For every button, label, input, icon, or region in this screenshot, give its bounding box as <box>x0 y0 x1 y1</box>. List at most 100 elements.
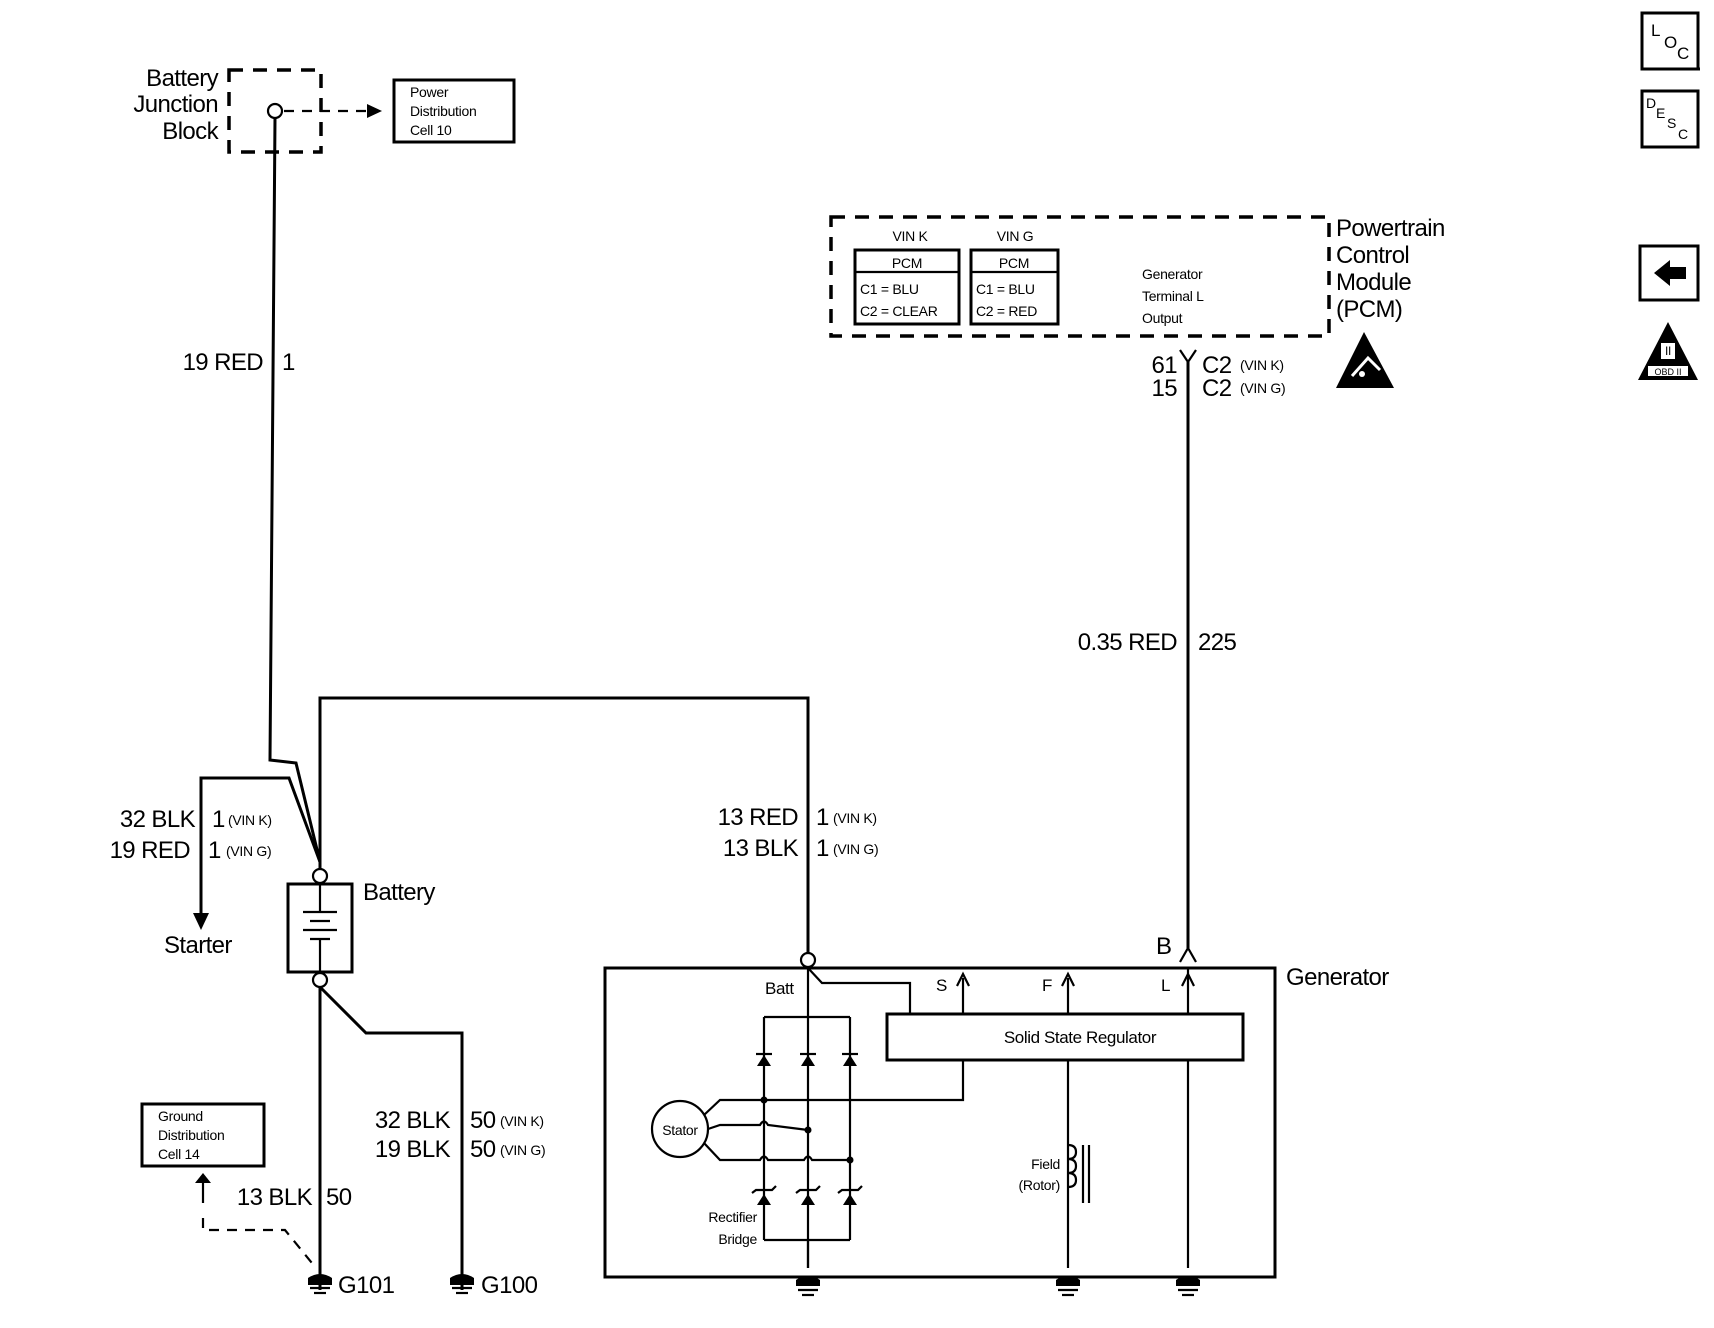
g101-wire-label: 13 BLK <box>237 1184 313 1211</box>
gen-wire-a-label: 13 RED <box>718 804 799 831</box>
ground-distribution-line-2: Distribution <box>158 1127 224 1143</box>
power-distribution-ref[interactable]: Power Distribution Cell 10 <box>392 78 516 144</box>
pcm-pin-g-number: 15 <box>1152 375 1178 402</box>
generator-b-label: B <box>1156 933 1171 960</box>
junction-block-label-3: Block <box>162 118 219 145</box>
pcm-vin-k-header: VIN K <box>892 228 928 244</box>
starter-wire-a-circuit: 1 <box>212 806 225 833</box>
regulator-f-label: F <box>1042 976 1052 995</box>
starter-wire-b-variant: (VIN G) <box>226 843 271 859</box>
loc-l: L <box>1651 21 1660 40</box>
g100-wire-a-circuit: 50 <box>470 1107 496 1134</box>
pcm-pin-k-variant: (VIN K) <box>1240 357 1284 373</box>
desc-c: C <box>1678 126 1688 142</box>
g100-wire-b-label: 19 BLK <box>375 1136 451 1163</box>
arrow-right-icon <box>367 104 382 118</box>
battery-negative-terminal <box>311 971 329 989</box>
g100-wire-a-variant: (VIN K) <box>500 1113 544 1129</box>
generator-label: Generator <box>1286 964 1389 991</box>
field-label-2: (Rotor) <box>1019 1177 1060 1193</box>
wire-starter <box>199 776 322 913</box>
ground-distribution-line-1: Ground <box>158 1108 203 1124</box>
gen-wire-b-label: 13 BLK <box>723 835 799 862</box>
pcm-title-1: Powertrain <box>1336 215 1445 242</box>
ground-distribution-line-3: Cell 14 <box>158 1146 200 1162</box>
pcm-pin-g-connector: C2 <box>1202 375 1232 402</box>
starter-wire-b-label: 19 RED <box>110 837 191 864</box>
pcm-wire-circuit: 225 <box>1198 629 1236 656</box>
regulator-ground-icon <box>1176 1276 1200 1297</box>
starter-wire-a-label: 32 BLK <box>120 806 196 833</box>
g101-label: G101 <box>338 1272 395 1299</box>
gen-wire-b-variant: (VIN G) <box>833 841 878 857</box>
wire-battery-generator <box>318 696 810 953</box>
desc-icon[interactable]: D E S C <box>1640 89 1700 149</box>
power-distribution-line-2: Distribution <box>410 103 476 119</box>
rectifier-label-2: Bridge <box>718 1231 757 1247</box>
pcm-vin-g-c2: C2 = RED <box>976 303 1037 319</box>
generator-batt-terminal <box>799 951 817 969</box>
pcm-pin-k-number: 61 <box>1152 352 1178 379</box>
battery-positive-terminal <box>311 867 329 885</box>
wire-g100 <box>318 985 464 1268</box>
regulator-l-label: L <box>1161 976 1170 995</box>
regulator-s-label: S <box>936 976 947 995</box>
wire-19-red-label: 19 RED <box>183 349 264 376</box>
generator-batt-label: Batt <box>765 979 794 998</box>
esd-caution-icon <box>1336 332 1394 388</box>
wire-19-red-circuit: 1 <box>282 349 295 376</box>
battery-label: Battery <box>363 879 435 906</box>
obd-roman: II <box>1665 344 1671 358</box>
stator-label: Stator <box>662 1122 698 1138</box>
starter-wire-b-circuit: 1 <box>208 837 221 864</box>
ground-distribution-ref[interactable]: Ground Distribution Cell 14 <box>140 1102 266 1168</box>
pcm-vin-g-c1: C1 = BLU <box>976 281 1035 297</box>
ground-g100-icon <box>450 1268 474 1295</box>
back-arrow-icon[interactable] <box>1638 244 1700 302</box>
pcm-vin-k-title: PCM <box>892 255 922 271</box>
desc-s: S <box>1667 115 1676 131</box>
starter-label: Starter <box>164 932 232 959</box>
pcm-vin-g-title: PCM <box>999 255 1029 271</box>
ground-g101-icon <box>308 1268 332 1295</box>
desc-e: E <box>1656 105 1665 121</box>
ground-dist-arrow-icon <box>195 1173 211 1183</box>
g100-wire-b-variant: (VIN G) <box>500 1142 545 1158</box>
pcm-output-line-3: Output <box>1142 310 1183 326</box>
gen-wire-b-circuit: 1 <box>816 835 829 862</box>
battery: Battery <box>286 862 436 989</box>
field-coil-icon <box>1067 1143 1078 1189</box>
field-ground-icon <box>1056 1276 1080 1297</box>
junction-block-label-2: Junction <box>133 91 218 118</box>
generator-b-terminal <box>1179 945 1197 963</box>
power-distribution-line-3: Cell 10 <box>410 122 452 138</box>
pcm-module: VIN K PCM C1 = BLU C2 = CLEAR VIN G PCM … <box>829 215 1331 338</box>
obd-ii-icon[interactable]: II OBD II <box>1638 322 1698 380</box>
starter-arrow-icon <box>193 913 209 930</box>
gen-wire-a-circuit: 1 <box>816 804 829 831</box>
loc-c: C <box>1677 44 1689 63</box>
obd-label: OBD II <box>1654 367 1681 377</box>
pcm-wire-label: 0.35 RED <box>1078 629 1178 656</box>
pcm-output-line-2: Terminal L <box>1142 288 1204 304</box>
rectifier-label-1: Rectifier <box>708 1209 757 1225</box>
junction-block-label-1: Battery <box>146 65 218 92</box>
loc-icon[interactable]: L O C <box>1640 11 1700 71</box>
pcm-title-2: Control <box>1336 242 1409 269</box>
generator: Generator Batt B Solid State Regulator S… <box>603 933 1390 1297</box>
g100-wire-b-circuit: 50 <box>470 1136 496 1163</box>
g100-wire-a-label: 32 BLK <box>375 1107 451 1134</box>
field-label-1: Field <box>1031 1156 1060 1172</box>
starter-wire-a-variant: (VIN K) <box>228 812 272 828</box>
power-distribution-line-1: Power <box>410 84 449 100</box>
g100-label: G100 <box>481 1272 538 1299</box>
generator-ground-icon <box>796 1276 820 1297</box>
pcm-pin-k-connector: C2 <box>1202 352 1232 379</box>
pcm-output-line-1: Generator <box>1142 266 1203 282</box>
loc-o: O <box>1664 33 1677 52</box>
desc-d: D <box>1646 95 1656 111</box>
pcm-vin-k-c1: C1 = BLU <box>860 281 919 297</box>
wire-19-red-1 <box>268 117 322 863</box>
gen-wire-a-variant: (VIN K) <box>833 810 877 826</box>
pcm-title-4: (PCM) <box>1336 296 1402 323</box>
